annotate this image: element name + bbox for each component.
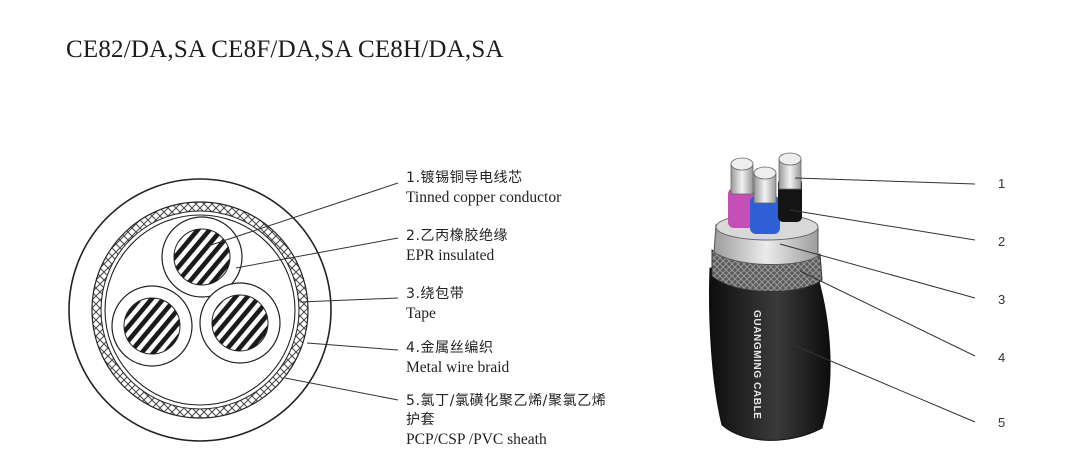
label-tape: 3.绕包带 Tape bbox=[406, 286, 465, 322]
callout-number-3: 3 bbox=[998, 292, 1006, 307]
callout-number-2: 2 bbox=[998, 234, 1006, 249]
right-leader-lines bbox=[779, 177, 976, 423]
conductor-right bbox=[211, 294, 269, 352]
label-sheath: 5.氯丁/氯磺化聚乙烯/聚氯乙烯 护套 PCP/CSP /PVC sheath bbox=[406, 393, 607, 448]
label-braid: 4.金属丝编织 Metal wire braid bbox=[406, 340, 510, 376]
callout-number-5: 5 bbox=[998, 415, 1006, 430]
conductor-left bbox=[123, 297, 181, 355]
label-conductor: 1.镀锡铜导电线芯 Tinned copper conductor bbox=[406, 170, 562, 206]
blue-insulation bbox=[750, 196, 780, 234]
label-insulation: 2.乙丙橡胶绝缘 EPR insulated bbox=[406, 228, 509, 264]
cable-print-text: GUANGMING CABLE bbox=[751, 310, 762, 420]
callout-number-4: 4 bbox=[998, 350, 1006, 365]
conductor-top bbox=[173, 228, 231, 286]
outer-sheath bbox=[709, 267, 831, 441]
conductor-1-end bbox=[730, 157, 754, 171]
callout-number-1: 1 bbox=[998, 176, 1006, 191]
cable-side-view: GUANGMING CABLE bbox=[709, 152, 831, 441]
left-leader-lines bbox=[207, 182, 399, 401]
cross-section bbox=[68, 178, 332, 442]
pink-insulation bbox=[728, 188, 754, 228]
conductor-3-end bbox=[778, 152, 802, 166]
conductor-2-end bbox=[753, 166, 777, 180]
page-title: CE82/DA,SA CE8F/DA,SA CE8H/DA,SA bbox=[66, 36, 504, 63]
